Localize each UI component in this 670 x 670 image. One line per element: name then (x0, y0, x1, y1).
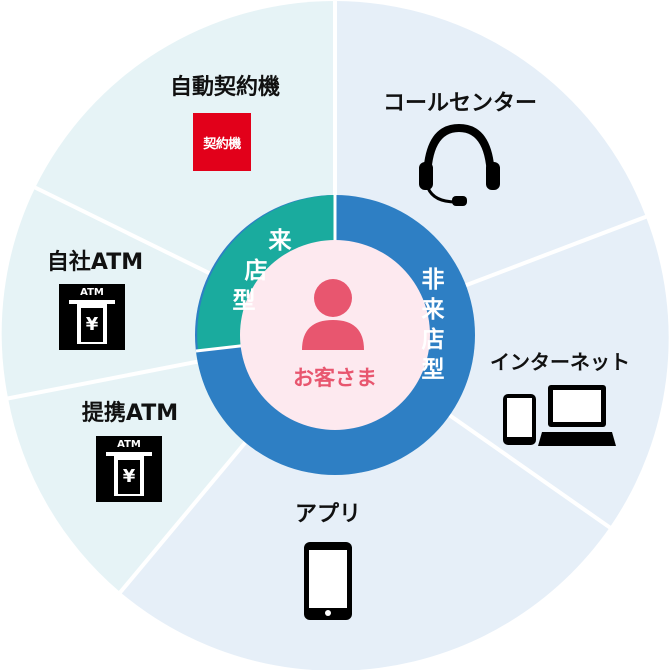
store-type-label: 来店型 (233, 226, 292, 316)
partner-atm-icon: ATM ¥ (96, 436, 162, 502)
internet-label: インターネット (490, 350, 630, 374)
headset-icon (419, 123, 500, 206)
vertical-char: 店 (244, 258, 268, 284)
customer-label: お客さま (293, 366, 377, 390)
call-center-label: コールセンター (382, 91, 538, 116)
vertical-char: 店 (421, 327, 445, 353)
vertical-char: 来 (421, 297, 445, 323)
non-store-type-label: 非来店型 (420, 265, 446, 385)
auto-contract-icon: 契約機 (193, 113, 251, 171)
own-atm-label: 自社ATM (46, 250, 144, 275)
auto-contract-label: 自動契約機 (169, 75, 281, 100)
vertical-char: 型 (421, 357, 445, 383)
vertical-char: 来 (268, 228, 292, 254)
vertical-char: 型 (232, 288, 256, 314)
person-icon (302, 279, 364, 350)
own-atm-icon: ATM ¥ (59, 284, 125, 350)
devices-icon (503, 385, 616, 446)
yen-symbol: ¥ (122, 466, 136, 487)
vertical-char: 非 (421, 267, 445, 293)
yen-symbol: ¥ (85, 314, 99, 335)
partner-atm-label: 提携ATM (81, 401, 179, 426)
smartphone-icon (304, 542, 352, 620)
sector-internet (335, 217, 669, 527)
sector-app (120, 335, 610, 670)
app-label: アプリ (294, 502, 362, 527)
